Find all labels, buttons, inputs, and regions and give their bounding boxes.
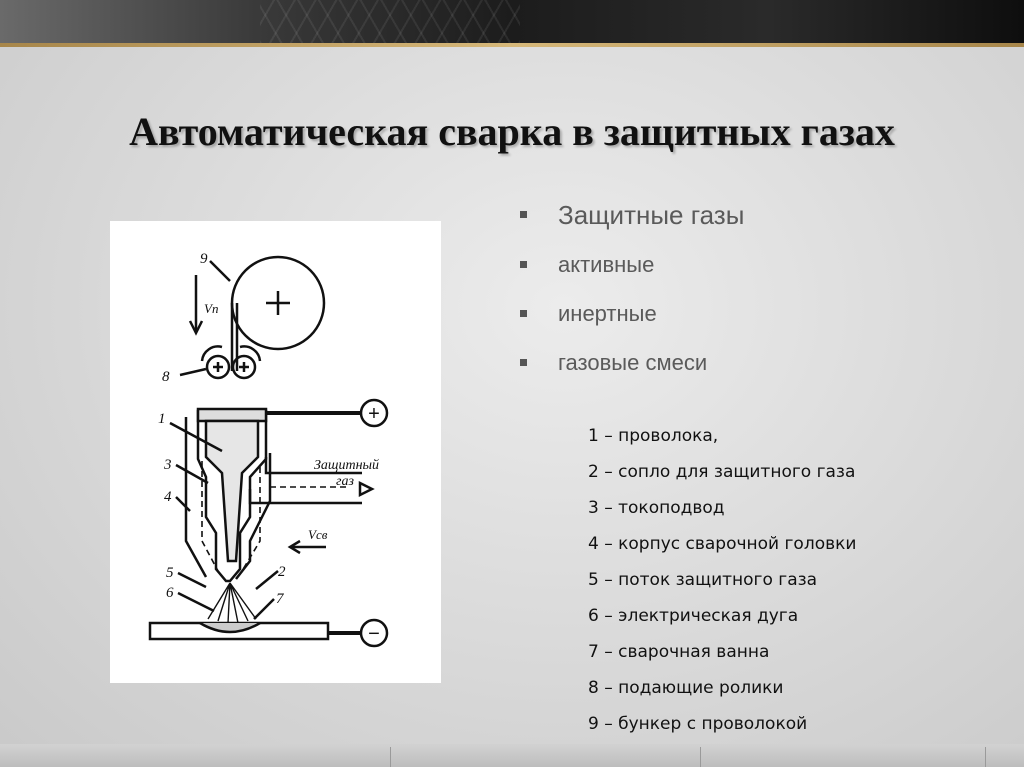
accent-rule bbox=[0, 43, 1024, 47]
legend-item: 2 – сопло для защитного газа bbox=[588, 462, 856, 482]
label-4: 4 bbox=[164, 489, 172, 505]
label-feed-speed: Vп bbox=[204, 301, 218, 316]
bullet-square-icon bbox=[520, 359, 527, 366]
legend-item: 5 – поток защитного газа bbox=[588, 570, 818, 590]
positive-terminal bbox=[359, 398, 389, 428]
legend-item: 9 – бункер с проволокой bbox=[588, 714, 808, 734]
banner-pattern bbox=[260, 0, 520, 44]
label-7: 7 bbox=[276, 591, 285, 607]
strip-divider bbox=[390, 747, 391, 767]
bullet-square-icon bbox=[520, 211, 527, 218]
strip-divider bbox=[985, 747, 986, 767]
bullet-item-text: активные bbox=[558, 252, 655, 277]
bottom-strip bbox=[0, 744, 1024, 767]
label-3: 3 bbox=[163, 457, 172, 473]
label-5: 5 bbox=[166, 565, 174, 581]
legend-item: 7 – сварочная ванна bbox=[588, 642, 770, 662]
legend-item: 8 – подающие ролики bbox=[588, 678, 784, 698]
label-6: 6 bbox=[166, 585, 174, 601]
label-2: 2 bbox=[278, 564, 286, 580]
bullet-item: активные bbox=[520, 247, 744, 283]
legend-item: 3 – токоподвод bbox=[588, 498, 725, 518]
top-banner bbox=[0, 0, 1024, 44]
label-gas-2: газ bbox=[336, 474, 354, 489]
bullet-item-text: газовые смеси bbox=[558, 350, 708, 375]
bullet-item: инертные bbox=[520, 296, 744, 332]
label-9: 9 bbox=[200, 251, 208, 267]
label-weld-speed: Vсв bbox=[308, 527, 328, 542]
label-gas-1: Защитный bbox=[314, 458, 379, 473]
bullet-item: газовые смеси bbox=[520, 345, 744, 381]
welding-head-body bbox=[196, 409, 268, 583]
bullet-square-icon bbox=[520, 310, 527, 317]
welding-diagram: 9 8 1 3 4 2 5 6 7 Vп Vсв Защитный газ + … bbox=[110, 221, 441, 683]
legend-item: 4 – корпус сварочной головки bbox=[588, 534, 857, 554]
label-8: 8 bbox=[162, 369, 170, 385]
label-minus: − bbox=[368, 623, 380, 645]
label-1: 1 bbox=[158, 411, 166, 427]
weld-pool bbox=[199, 621, 261, 634]
bullet-list: Защитные газы активные инертные газовые … bbox=[520, 196, 744, 394]
diagram-legend: 1 – проволока, 2 – сопло для защитного г… bbox=[588, 420, 856, 744]
feed-roller-left bbox=[205, 354, 231, 380]
feed-roller-right bbox=[231, 354, 257, 380]
bullet-item-text: инертные bbox=[558, 301, 657, 326]
bullet-main: Защитные газы bbox=[520, 196, 744, 234]
strip-divider bbox=[700, 747, 701, 767]
negative-terminal bbox=[359, 618, 389, 648]
bullet-main-text: Защитные газы bbox=[558, 200, 745, 230]
legend-item: 1 – проволока, bbox=[588, 426, 719, 446]
welding-diagram-svg: 9 8 1 3 4 2 5 6 7 Vп Vсв Защитный газ + … bbox=[148, 251, 389, 648]
electric-arc bbox=[207, 582, 257, 624]
legend-item: 6 – электрическая дуга bbox=[588, 606, 799, 626]
label-plus: + bbox=[368, 403, 380, 425]
slide-title: Автоматическая сварка в защитных газах bbox=[129, 109, 895, 154]
bullet-square-icon bbox=[520, 261, 527, 268]
